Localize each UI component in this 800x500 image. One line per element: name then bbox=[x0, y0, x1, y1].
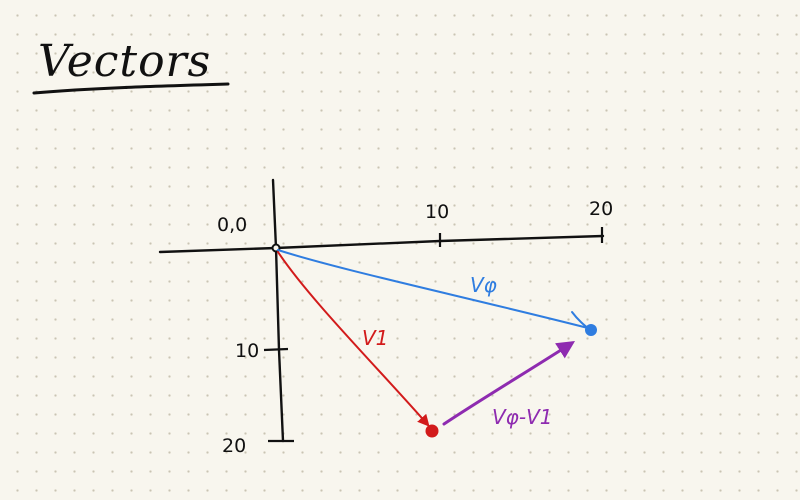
y-tick-label-10: 10 bbox=[235, 340, 259, 362]
x-tick-label-10: 10 bbox=[425, 201, 449, 223]
x-tick-label-20: 20 bbox=[589, 198, 613, 220]
y-axis bbox=[271, 178, 285, 443]
origin-label: 0,0 bbox=[217, 214, 247, 236]
page-title: Vectors bbox=[38, 36, 211, 87]
vector-v0-line bbox=[277, 249, 589, 329]
y-tick-10 bbox=[263, 347, 289, 352]
vector-v0-label: Vφ bbox=[470, 273, 497, 297]
x-axis bbox=[158, 234, 605, 254]
vector-difference-line bbox=[442, 341, 576, 426]
title-underline bbox=[32, 82, 230, 95]
y-tick-label-20: 20 bbox=[222, 435, 246, 457]
vector-v1-line bbox=[277, 251, 430, 427]
vector-v1-endpoint bbox=[425, 424, 439, 438]
vector-v0-endpoint bbox=[585, 324, 597, 336]
vector-v1-label: V1 bbox=[362, 326, 388, 350]
vector-difference-label: Vφ-V1 bbox=[492, 405, 553, 429]
